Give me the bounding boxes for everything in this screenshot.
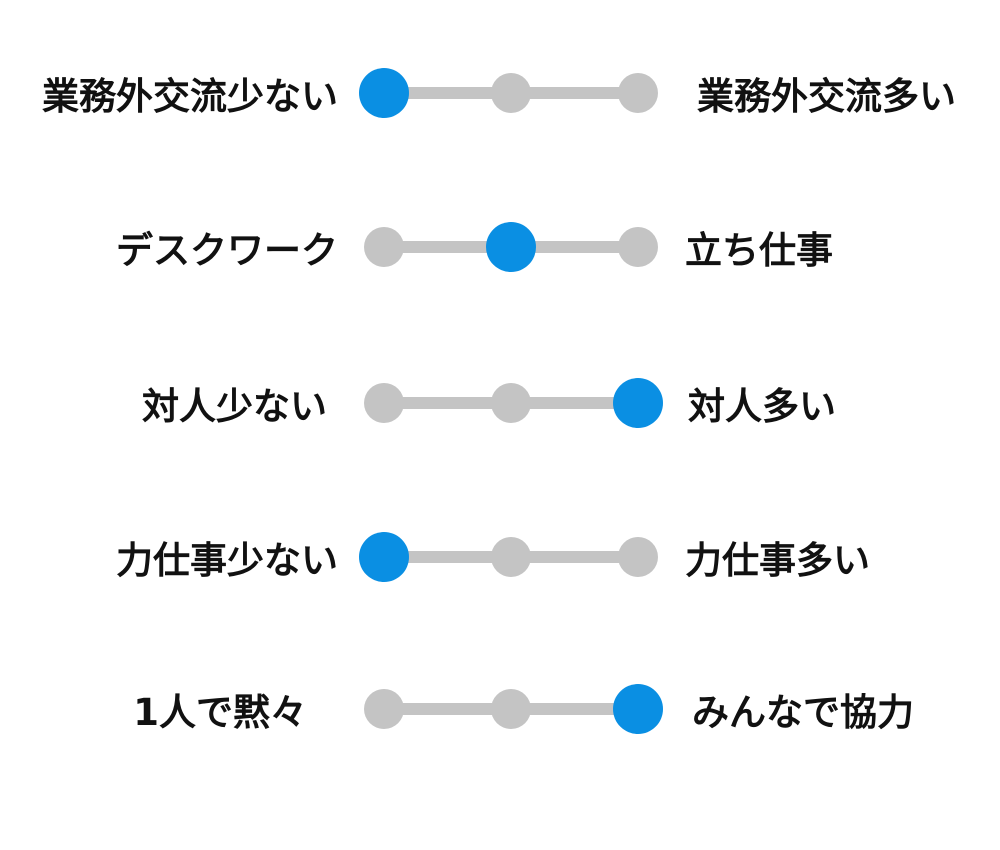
scale-left-label: 対人少ない: [142, 385, 327, 428]
scale-option-1[interactable]: [364, 689, 404, 729]
scale-option-1[interactable]: [364, 227, 404, 267]
scale-option-2[interactable]: [486, 222, 536, 272]
scale-row: 対人少ない 対人多い: [0, 358, 1000, 448]
scale-option-2[interactable]: [491, 73, 531, 113]
scale-option-1[interactable]: [359, 532, 409, 582]
scale-right-label: 力仕事多い: [685, 539, 870, 582]
scale-right-label: みんなで協力: [692, 691, 914, 734]
scale-option-3[interactable]: [618, 73, 658, 113]
scale-right-label: 対人多い: [688, 385, 836, 428]
scale-option-3[interactable]: [618, 227, 658, 267]
scale-option-2[interactable]: [491, 537, 531, 577]
scale-option-3[interactable]: [613, 378, 663, 428]
scale-option-3[interactable]: [618, 537, 658, 577]
scale-left-label: 力仕事少ない: [116, 539, 338, 582]
scale-option-2[interactable]: [491, 689, 531, 729]
scale-row: 業務外交流少ない 業務外交流多い: [0, 48, 1000, 138]
scale-option-3[interactable]: [613, 684, 663, 734]
scale-right-label: 業務外交流多い: [697, 75, 956, 118]
scale-option-1[interactable]: [359, 68, 409, 118]
scale-option-2[interactable]: [491, 383, 531, 423]
scale-row: 1人で黙々 みんなで協力: [0, 664, 1000, 754]
scale-row: 力仕事少ない 力仕事多い: [0, 512, 1000, 602]
scale-row: デスクワーク 立ち仕事: [0, 202, 1000, 292]
scale-left-label: デスクワーク: [116, 229, 338, 272]
scale-left-label: 1人で黙々: [133, 691, 307, 734]
scale-left-label: 業務外交流少ない: [42, 75, 338, 118]
scale-option-1[interactable]: [364, 383, 404, 423]
scale-right-label: 立ち仕事: [685, 229, 833, 272]
